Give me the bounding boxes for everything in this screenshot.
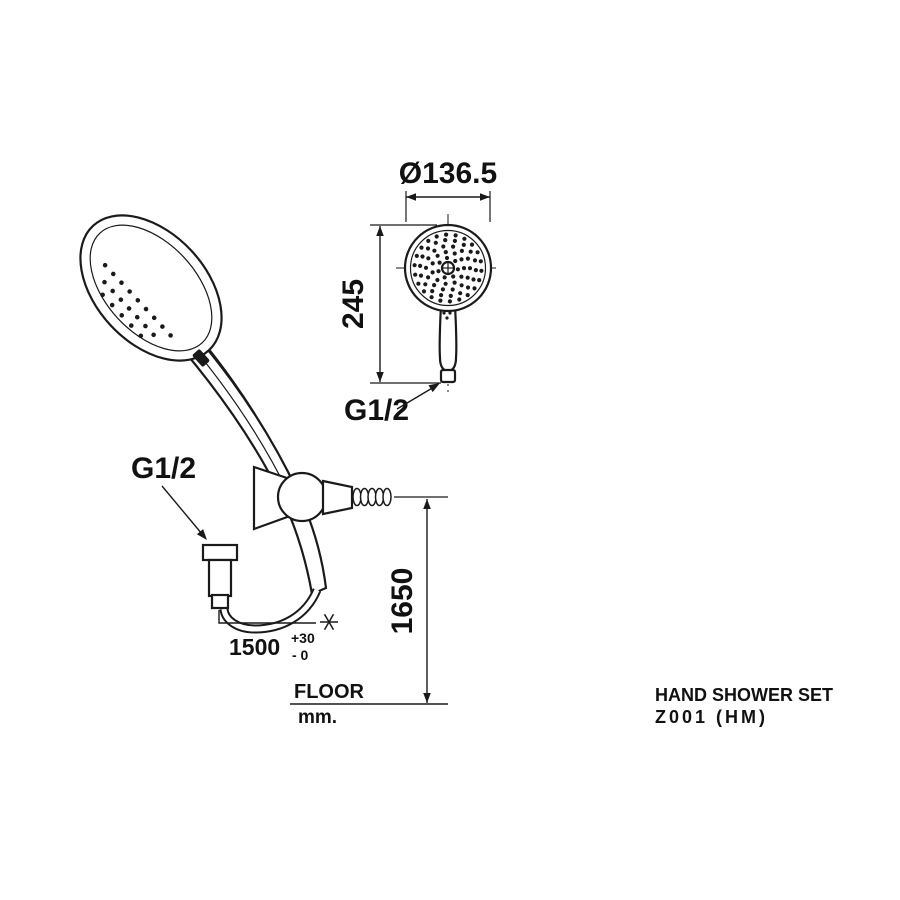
front-handle: [438, 303, 458, 373]
product-name: HAND SHOWER SET: [655, 685, 833, 705]
hose: [219, 588, 322, 634]
side-view: [79, 214, 392, 634]
hose-length-label: 1500: [229, 634, 280, 660]
hose-length-dimension: 1500 +30 - 0: [218, 610, 316, 663]
hose-inner: [221, 588, 320, 632]
arrowhead-icon: [196, 529, 207, 540]
side-head-inner: [89, 224, 213, 352]
height-dimension: 245: [337, 224, 441, 384]
hose-tolerance-plus: +30: [291, 630, 315, 646]
hose-tolerance-minus: - 0: [292, 647, 309, 663]
mount-height-label: 1650: [386, 568, 419, 635]
front-view-dimensions: Ø136.5 245 G1/2: [337, 157, 497, 427]
arrowhead-left-icon: [406, 193, 416, 201]
mode-button: [192, 349, 210, 367]
arrowhead-up-icon: [376, 226, 384, 236]
bracket-hub: [276, 471, 328, 523]
front-thread-callout: G1/2: [344, 383, 440, 427]
floor-label: FLOOR: [294, 681, 365, 703]
arrowhead-icon: [428, 383, 440, 393]
side-view-dimensions: 1650 FLOOR mm. 1500 +30 - 0 G1/2: [131, 452, 448, 728]
diameter-dimension-label: Ø136.5: [399, 157, 497, 190]
front-view: [396, 214, 500, 392]
handle-dot: [445, 316, 449, 320]
supply-fitting: [201, 543, 239, 610]
unit-label: mm.: [298, 707, 337, 728]
arrowhead-down-icon: [423, 693, 431, 703]
front-thread-connector: [439, 368, 457, 384]
diameter-dimension: Ø136.5: [399, 157, 497, 222]
side-thread-callout: G1/2: [131, 452, 207, 540]
mounting-height-dimension: 1650: [386, 496, 448, 703]
side-head-spray-dots: [100, 262, 173, 339]
spray-nozzle-dots: [412, 232, 484, 304]
reference-star-icon: [320, 613, 338, 631]
floor-reference: FLOOR mm.: [290, 681, 448, 728]
wall-bracket: [252, 465, 392, 531]
bracket-thread-spiral: [352, 487, 392, 507]
fitting-body: [207, 558, 233, 598]
thread-label-front: G1/2: [344, 394, 409, 427]
model-number: Z001 (HM): [655, 707, 768, 727]
arrowhead-down-icon: [376, 372, 384, 382]
arrowhead-up-icon: [423, 499, 431, 509]
thread-label-side: G1/2: [131, 452, 196, 485]
bracket-right-cone: [321, 479, 354, 516]
handle-dot: [448, 311, 452, 315]
height-dimension-label: 245: [337, 279, 370, 329]
shower-face-inner-ring: [409, 229, 487, 307]
side-head: [79, 214, 223, 362]
fitting-neck: [210, 593, 230, 610]
side-head-outline: [79, 214, 223, 362]
handle-dot: [442, 311, 446, 315]
fitting-cap: [201, 543, 239, 562]
title-block: HAND SHOWER SET Z001 (HM): [655, 685, 833, 727]
handle-detail-line: [197, 334, 299, 495]
side-handle: [178, 330, 328, 596]
arrowhead-right-icon: [480, 193, 490, 201]
